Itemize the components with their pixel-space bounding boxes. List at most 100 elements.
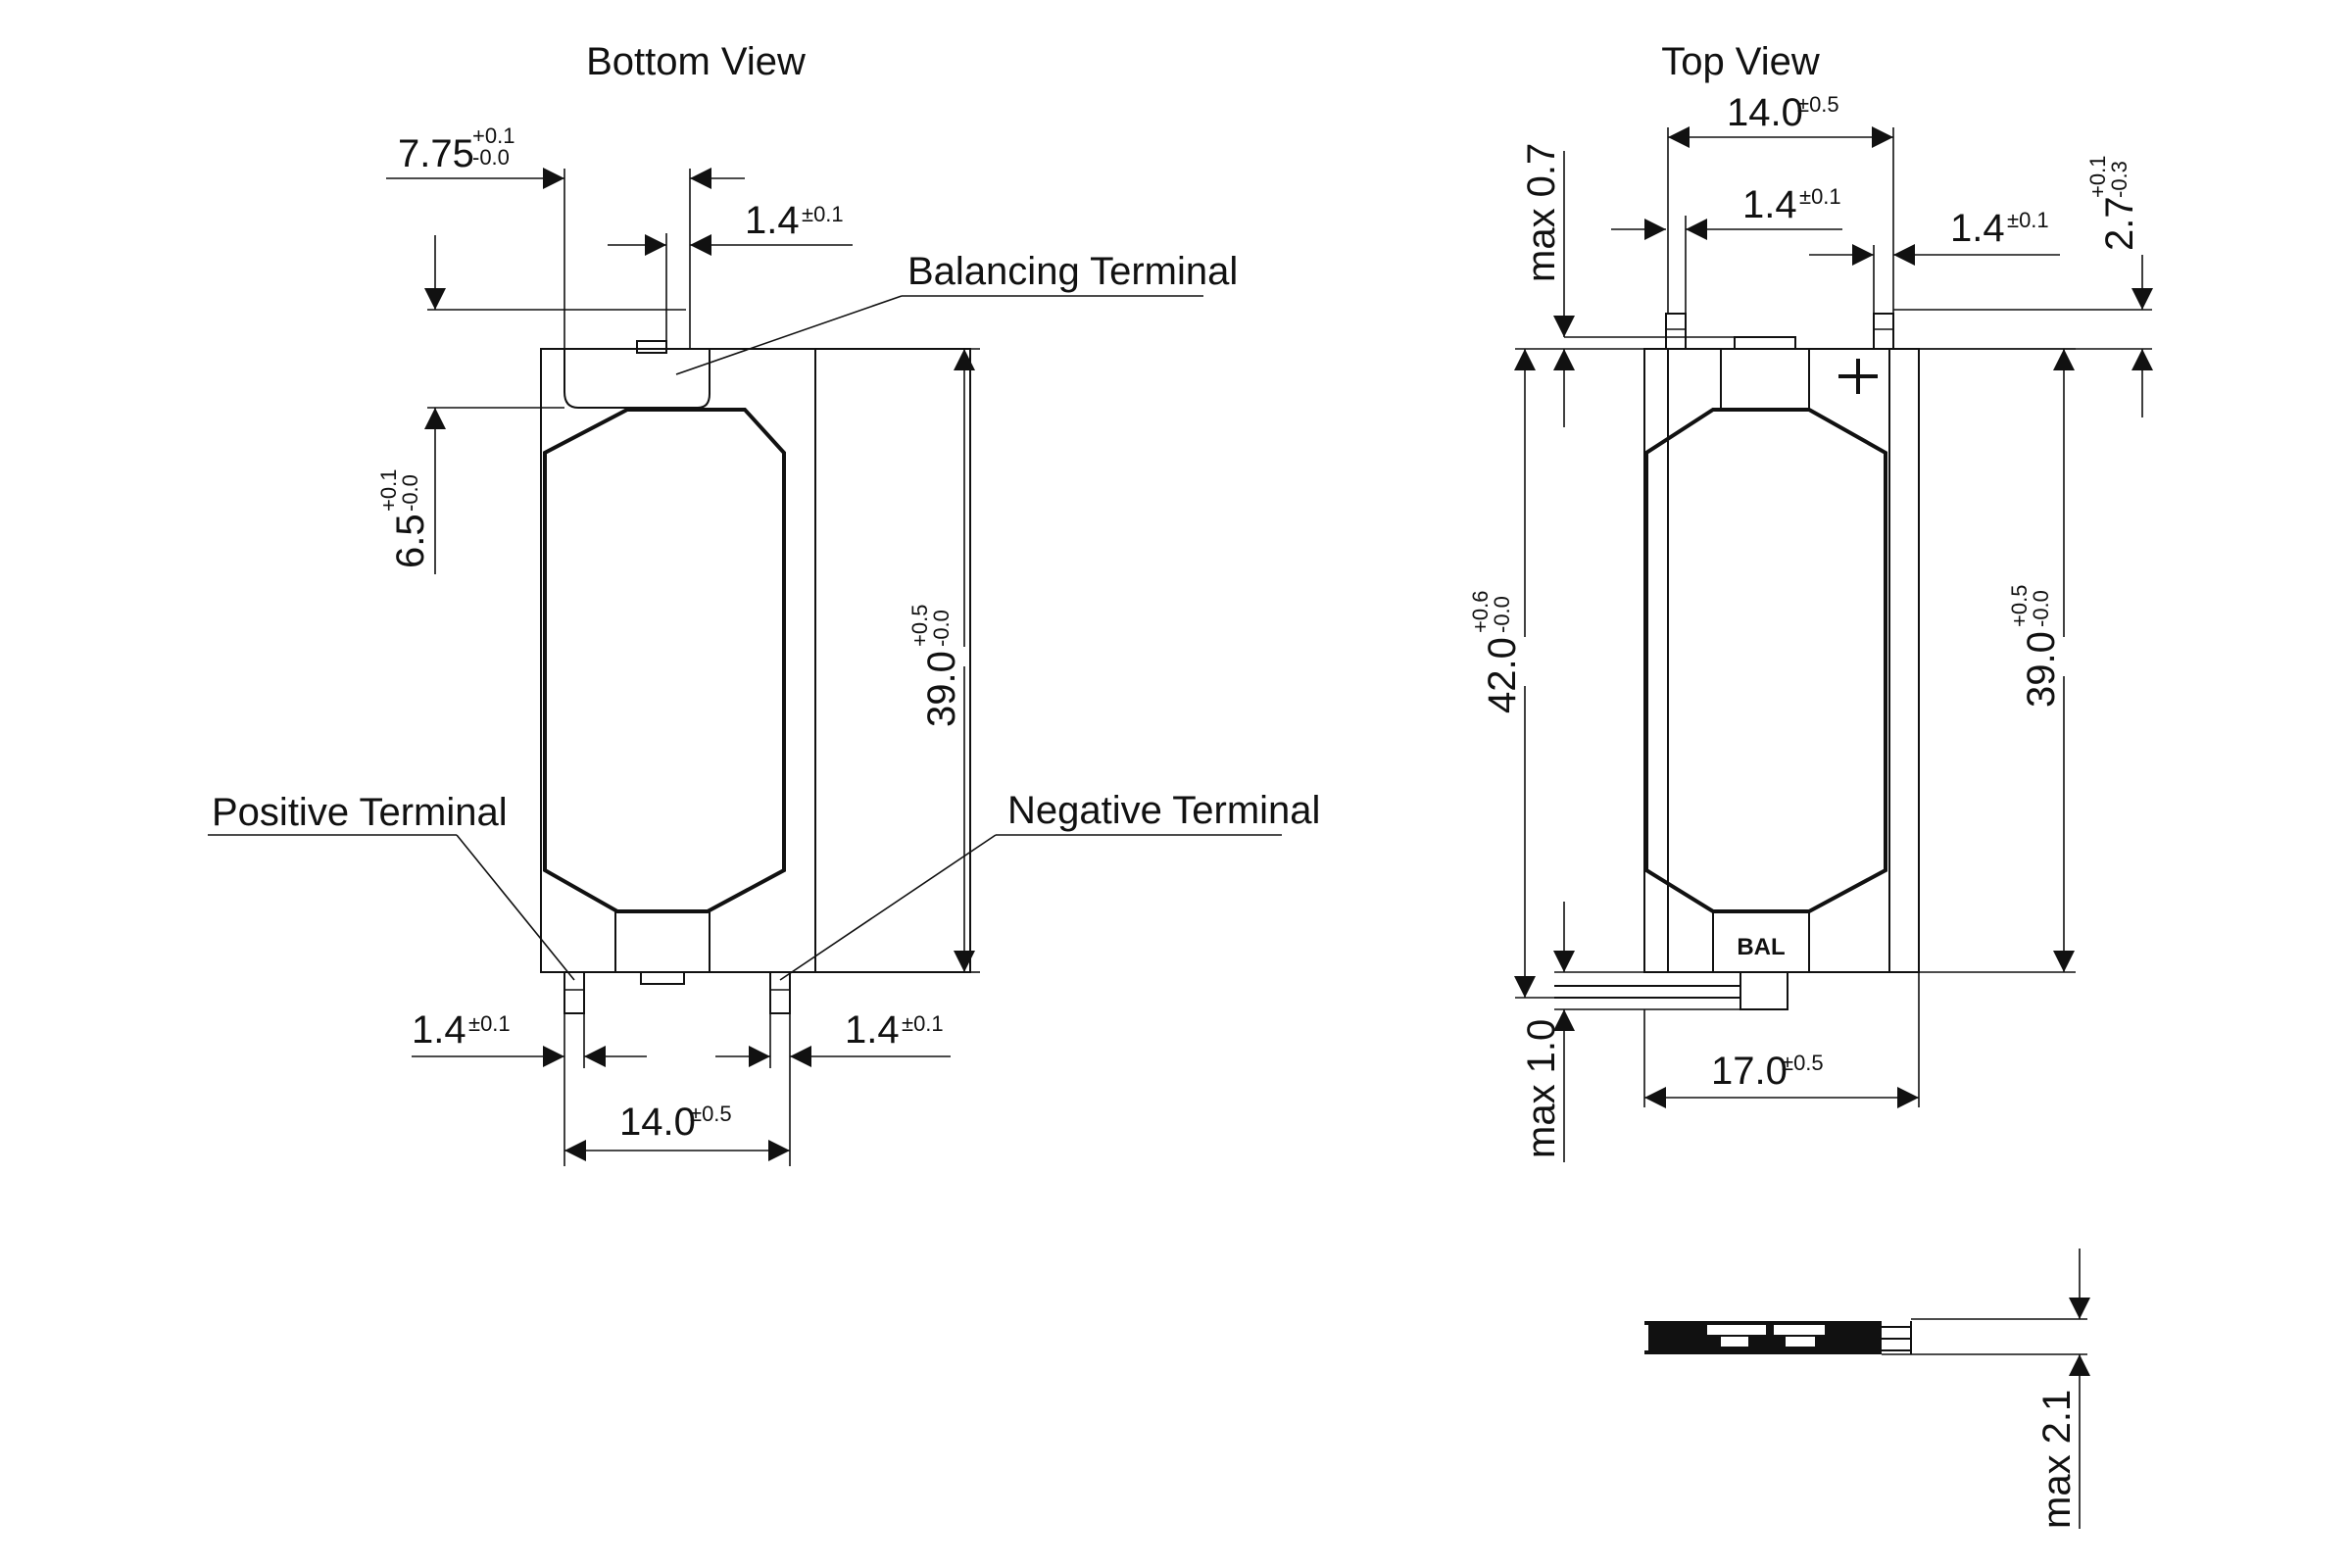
- dim-value: 17.0: [1711, 1050, 1788, 1093]
- dim-top-14-0: 14.0 ±0.5: [1667, 91, 1894, 314]
- positive-terminal-label: Positive Terminal: [212, 791, 508, 834]
- dim-tol: ±0.5: [1782, 1051, 1824, 1075]
- balancing-terminal-callout: Balancing Terminal: [675, 250, 1238, 375]
- bottom-view: Bottom View 7.75 +0.1: [208, 40, 1320, 1166]
- side-marking: [1707, 1325, 1766, 1335]
- balancing-strip-end: [1740, 971, 1788, 1010]
- dim-tol: ±0.1: [2007, 208, 2049, 232]
- negative-terminal-label: Negative Terminal: [1007, 789, 1320, 832]
- bal-mark: BAL: [1737, 934, 1785, 960]
- dim-tol: ±0.1: [902, 1011, 944, 1036]
- dim-value: 1.4: [1950, 207, 2005, 250]
- dim-bottom-14-0: 14.0 ±0.5: [564, 1101, 790, 1161]
- negative-terminal-callout: Negative Terminal: [779, 789, 1320, 981]
- dim-tol-lower: -0.0: [1490, 596, 1514, 633]
- balancing-pin: [636, 340, 667, 354]
- dim-value: max 2.1: [2035, 1390, 2079, 1529]
- top-cell-outline: [1644, 408, 1887, 913]
- dim-value: 7.75: [398, 132, 474, 175]
- positive-terminal-pin: [564, 971, 585, 1014]
- top-view: Top View BAL: [1468, 40, 2153, 1162]
- leader-line: [675, 295, 903, 375]
- dim-tol-upper: +0.5: [907, 605, 932, 647]
- dim-text-group: max 0.7: [1520, 143, 1563, 282]
- bottom-cell-outline: [543, 408, 786, 913]
- side-marking: [1642, 1325, 1648, 1350]
- dim-tol: ±0.1: [468, 1011, 511, 1036]
- dim-text-group: 39.0 +0.5 -0.0: [907, 605, 963, 727]
- dim-tol: ±0.1: [1799, 184, 1841, 209]
- dim-tol-lower: -0.0: [472, 145, 510, 170]
- top-view-title: Top View: [1661, 40, 1820, 83]
- bottom-body-outline: [540, 348, 971, 973]
- dim-top-1-4-left: 1.4 ±0.1: [1611, 183, 1842, 314]
- bottom-tab-lip: [640, 971, 685, 985]
- dim-value: max 0.7: [1520, 143, 1563, 282]
- dim-top-1-4-right: 1.4 ±0.1: [1809, 207, 2060, 314]
- dim-tol-upper: +0.1: [2085, 156, 2110, 198]
- dim-top-39-0: 39.0 +0.5 -0.0: [1919, 348, 2076, 973]
- leader-line: [779, 834, 997, 981]
- dim-text-group: 2.7 +0.1 -0.3: [2085, 156, 2141, 251]
- dim-value: 14.0: [1727, 91, 1803, 134]
- top-body-outline: [1643, 348, 1920, 973]
- dim-value: 1.4: [745, 199, 800, 242]
- dim-bottom-39-0: 39.0 +0.5 -0.0: [815, 348, 980, 973]
- dim-value: 1.4: [412, 1008, 466, 1052]
- leader-line: [456, 834, 575, 981]
- bottom-view-body: [540, 340, 971, 1014]
- dim-text-group: max 1.0: [1520, 1019, 1563, 1158]
- positive-terminal-callout: Positive Terminal: [208, 791, 575, 981]
- dim-bottom-1-4-top: 1.4 ±0.1: [608, 199, 853, 341]
- bottom-view-title: Bottom View: [586, 40, 806, 83]
- dim-top-42-0: 42.0 +0.6 -0.0: [1468, 348, 1644, 999]
- dim-text-group: 42.0 +0.6 -0.0: [1468, 591, 1524, 713]
- dim-value: 1.4: [1742, 183, 1797, 226]
- dim-value: 6.5: [389, 514, 432, 568]
- dim-value: 42.0: [1481, 637, 1524, 713]
- side-view: max 2.1: [1642, 1249, 2090, 1529]
- dim-tol: ±0.5: [1797, 92, 1839, 117]
- dim-bottom-1-4-right: 1.4 ±0.1: [715, 1008, 951, 1166]
- dim-tol: ±0.1: [802, 202, 844, 226]
- dim-value: 39.0: [2020, 631, 2063, 708]
- dim-tol-upper: +0.6: [1468, 591, 1493, 633]
- dim-top-2-7: 2.7 +0.1 -0.3: [1893, 156, 2153, 417]
- dim-text-group: 39.0 +0.5 -0.0: [2007, 585, 2063, 708]
- dim-tol-lower: -0.3: [2107, 161, 2132, 198]
- dim-tol-lower: -0.0: [929, 610, 954, 647]
- dim-value: 14.0: [619, 1101, 696, 1144]
- dim-top-max-0-7: max 0.7: [1520, 143, 1735, 427]
- dim-value: 39.0: [920, 651, 963, 727]
- top-left-terminal-pin: [1665, 313, 1687, 350]
- dim-side-max-2-1: max 2.1: [1882, 1249, 2090, 1529]
- dim-text-group: 6.5 +0.1 -0.0: [376, 469, 432, 568]
- negative-terminal-pin: [769, 971, 791, 1014]
- side-marking: [1786, 1337, 1815, 1347]
- dim-text-group: max 2.1: [2035, 1390, 2079, 1529]
- dim-bottom-1-4-left: 1.4 ±0.1: [412, 1008, 647, 1166]
- dim-value: max 1.0: [1520, 1019, 1563, 1158]
- dim-tol-upper: +0.5: [2007, 585, 2032, 627]
- top-right-terminal-pin: [1873, 313, 1894, 350]
- dim-value: 2.7: [2098, 196, 2141, 251]
- dim-bottom-6-5: 6.5 +0.1 -0.0: [376, 235, 686, 574]
- side-marking: [1774, 1325, 1825, 1335]
- top-view-body: BAL: [1554, 313, 1920, 1010]
- dim-tol-lower: -0.0: [398, 474, 422, 512]
- dim-tol-upper: +0.1: [472, 123, 514, 148]
- dim-tol-lower: -0.0: [2029, 590, 2053, 627]
- top-tab: [1720, 348, 1810, 411]
- dim-tol: ±0.5: [690, 1102, 732, 1126]
- dim-bottom-7-75: 7.75 +0.1 -0.0: [386, 123, 745, 349]
- dim-value: 1.4: [845, 1008, 900, 1052]
- bottom-tab: [614, 910, 710, 973]
- balancing-terminal-label: Balancing Terminal: [907, 250, 1238, 293]
- top-tab-lip: [1734, 336, 1796, 350]
- dim-top-max-1-0: max 1.0: [1520, 902, 1788, 1162]
- side-marking: [1721, 1337, 1748, 1347]
- dim-tol-upper: +0.1: [376, 469, 401, 512]
- balancing-terminal-block: [564, 349, 710, 409]
- dim-top-17-0: 17.0 ±0.5: [1643, 972, 1920, 1108]
